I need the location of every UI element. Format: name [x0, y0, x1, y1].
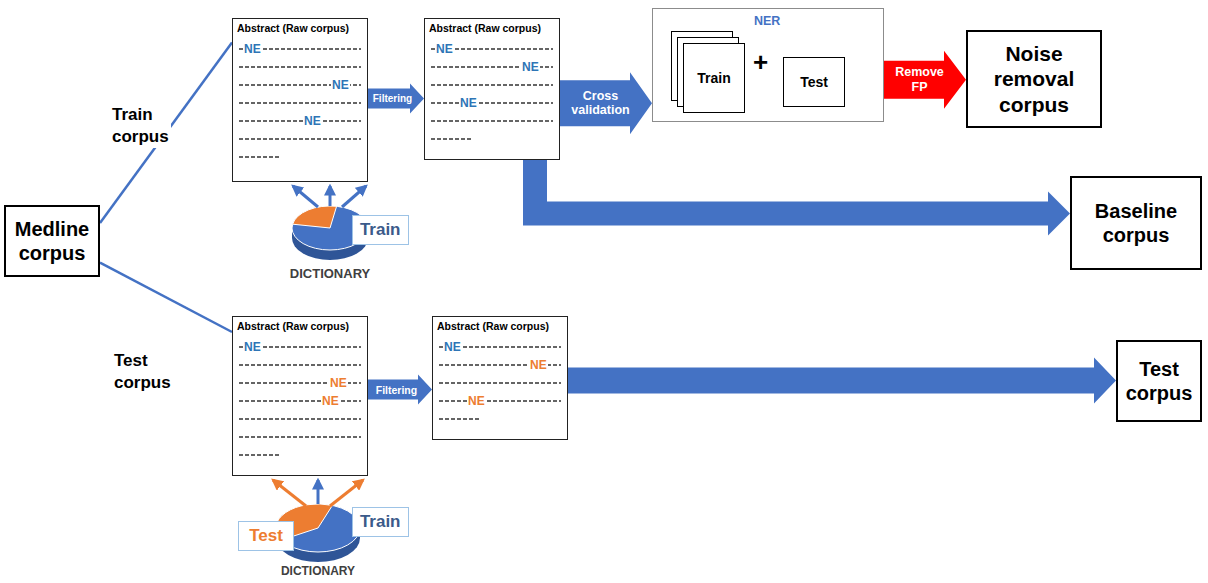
- train-split-box: Train: [683, 43, 745, 113]
- dictionary-caption: DICTIONARY: [281, 564, 355, 580]
- dictionary-arrow: [329, 186, 332, 206]
- test-split-box: Test: [783, 57, 845, 107]
- named-entity: NE: [303, 114, 322, 128]
- text-line: [431, 84, 553, 85]
- text-line: [239, 120, 361, 121]
- text-lines: [433, 317, 567, 439]
- named-entity: NE: [331, 78, 350, 92]
- corpus-box: Noise removal corpus: [966, 30, 1102, 128]
- box-heading: Abstract (Raw corpus): [237, 320, 349, 332]
- text-line: [239, 436, 361, 437]
- arrow-label: Filtering: [373, 93, 412, 105]
- node-text: Train: [360, 220, 401, 240]
- node-text: Test: [249, 526, 283, 546]
- text-line: [431, 138, 472, 139]
- named-entity: NE: [443, 340, 462, 354]
- branch-line: [100, 263, 232, 332]
- branch-label: Train corpus: [110, 104, 171, 148]
- dictionary-arrow: [293, 186, 318, 207]
- text-line: [239, 66, 361, 67]
- text-line: [431, 102, 553, 103]
- text-line: [439, 382, 561, 383]
- block-arrow: [368, 83, 424, 113]
- corpus-box: Baseline corpus: [1070, 176, 1202, 270]
- block-arrow: [368, 375, 432, 405]
- named-entity: NE: [435, 42, 454, 56]
- named-entity: NE: [243, 42, 262, 56]
- named-entity: NE: [459, 96, 478, 110]
- dictionary-part-label: Train: [352, 507, 409, 537]
- text-lines: [425, 19, 559, 159]
- named-entity: NE: [467, 394, 486, 408]
- corpus-box: Medline corpus: [4, 205, 100, 277]
- box-heading: Abstract (Raw corpus): [237, 22, 349, 34]
- abstract-box: Abstract (Raw corpus) NE NE NE: [424, 18, 560, 160]
- dictionary-arrow: [330, 480, 363, 506]
- node-text: Test corpus: [1122, 357, 1196, 405]
- dictionary-arrow: [342, 186, 366, 207]
- dictionary-part-label: Test: [238, 521, 294, 551]
- arrow-label: NER: [754, 14, 780, 28]
- named-entity: NE: [529, 358, 548, 372]
- node-text: Medline corpus: [10, 217, 94, 265]
- arrow-label: Remove FP: [892, 65, 948, 94]
- text-line: [239, 102, 361, 103]
- dictionary-caption: DICTIONARY: [290, 266, 370, 283]
- named-entity: NE: [321, 394, 340, 408]
- arrow-label: Cross validation: [565, 89, 637, 118]
- box-heading: Abstract (Raw corpus): [429, 22, 541, 34]
- text-line: [239, 364, 361, 365]
- abstract-box: Abstract (Raw corpus) NE NE NE: [232, 316, 368, 476]
- node-text: Train: [697, 70, 730, 86]
- block-arrow: [560, 72, 652, 134]
- node-text: Test: [800, 74, 828, 90]
- text-line: [431, 120, 553, 121]
- abstract-box: Abstract (Raw corpus) NE NE NE: [432, 316, 568, 440]
- text-line: [439, 400, 561, 401]
- plus-sign: +: [753, 49, 768, 75]
- text-line: [239, 400, 361, 401]
- text-line: [239, 454, 280, 455]
- arrow-label: Filtering: [376, 384, 417, 396]
- block-arrow: [884, 51, 966, 109]
- block-arrow: [523, 160, 1070, 236]
- node-text: Train: [360, 512, 401, 532]
- named-entity: NE: [329, 376, 348, 390]
- text-line: [239, 418, 361, 419]
- pie-slice: [293, 206, 337, 228]
- dictionary-part-label: Train: [352, 215, 409, 245]
- named-entity: NE: [243, 340, 262, 354]
- branch-label: Test corpus: [112, 350, 173, 394]
- branch-line: [100, 43, 232, 223]
- dictionary-arrow: [317, 480, 320, 504]
- block-arrow: [568, 358, 1116, 404]
- text-line: [239, 138, 361, 139]
- text-line: [439, 418, 480, 419]
- dictionary-arrow: [273, 480, 306, 506]
- node-text: Baseline corpus: [1076, 199, 1196, 247]
- named-entity: NE: [521, 60, 540, 74]
- node-text: Noise removal corpus: [972, 41, 1096, 117]
- abstract-box: Abstract (Raw corpus) NE NE NE: [232, 18, 368, 182]
- box-heading: Abstract (Raw corpus): [437, 320, 549, 332]
- text-line: [239, 156, 280, 157]
- corpus-box: Test corpus: [1116, 340, 1202, 422]
